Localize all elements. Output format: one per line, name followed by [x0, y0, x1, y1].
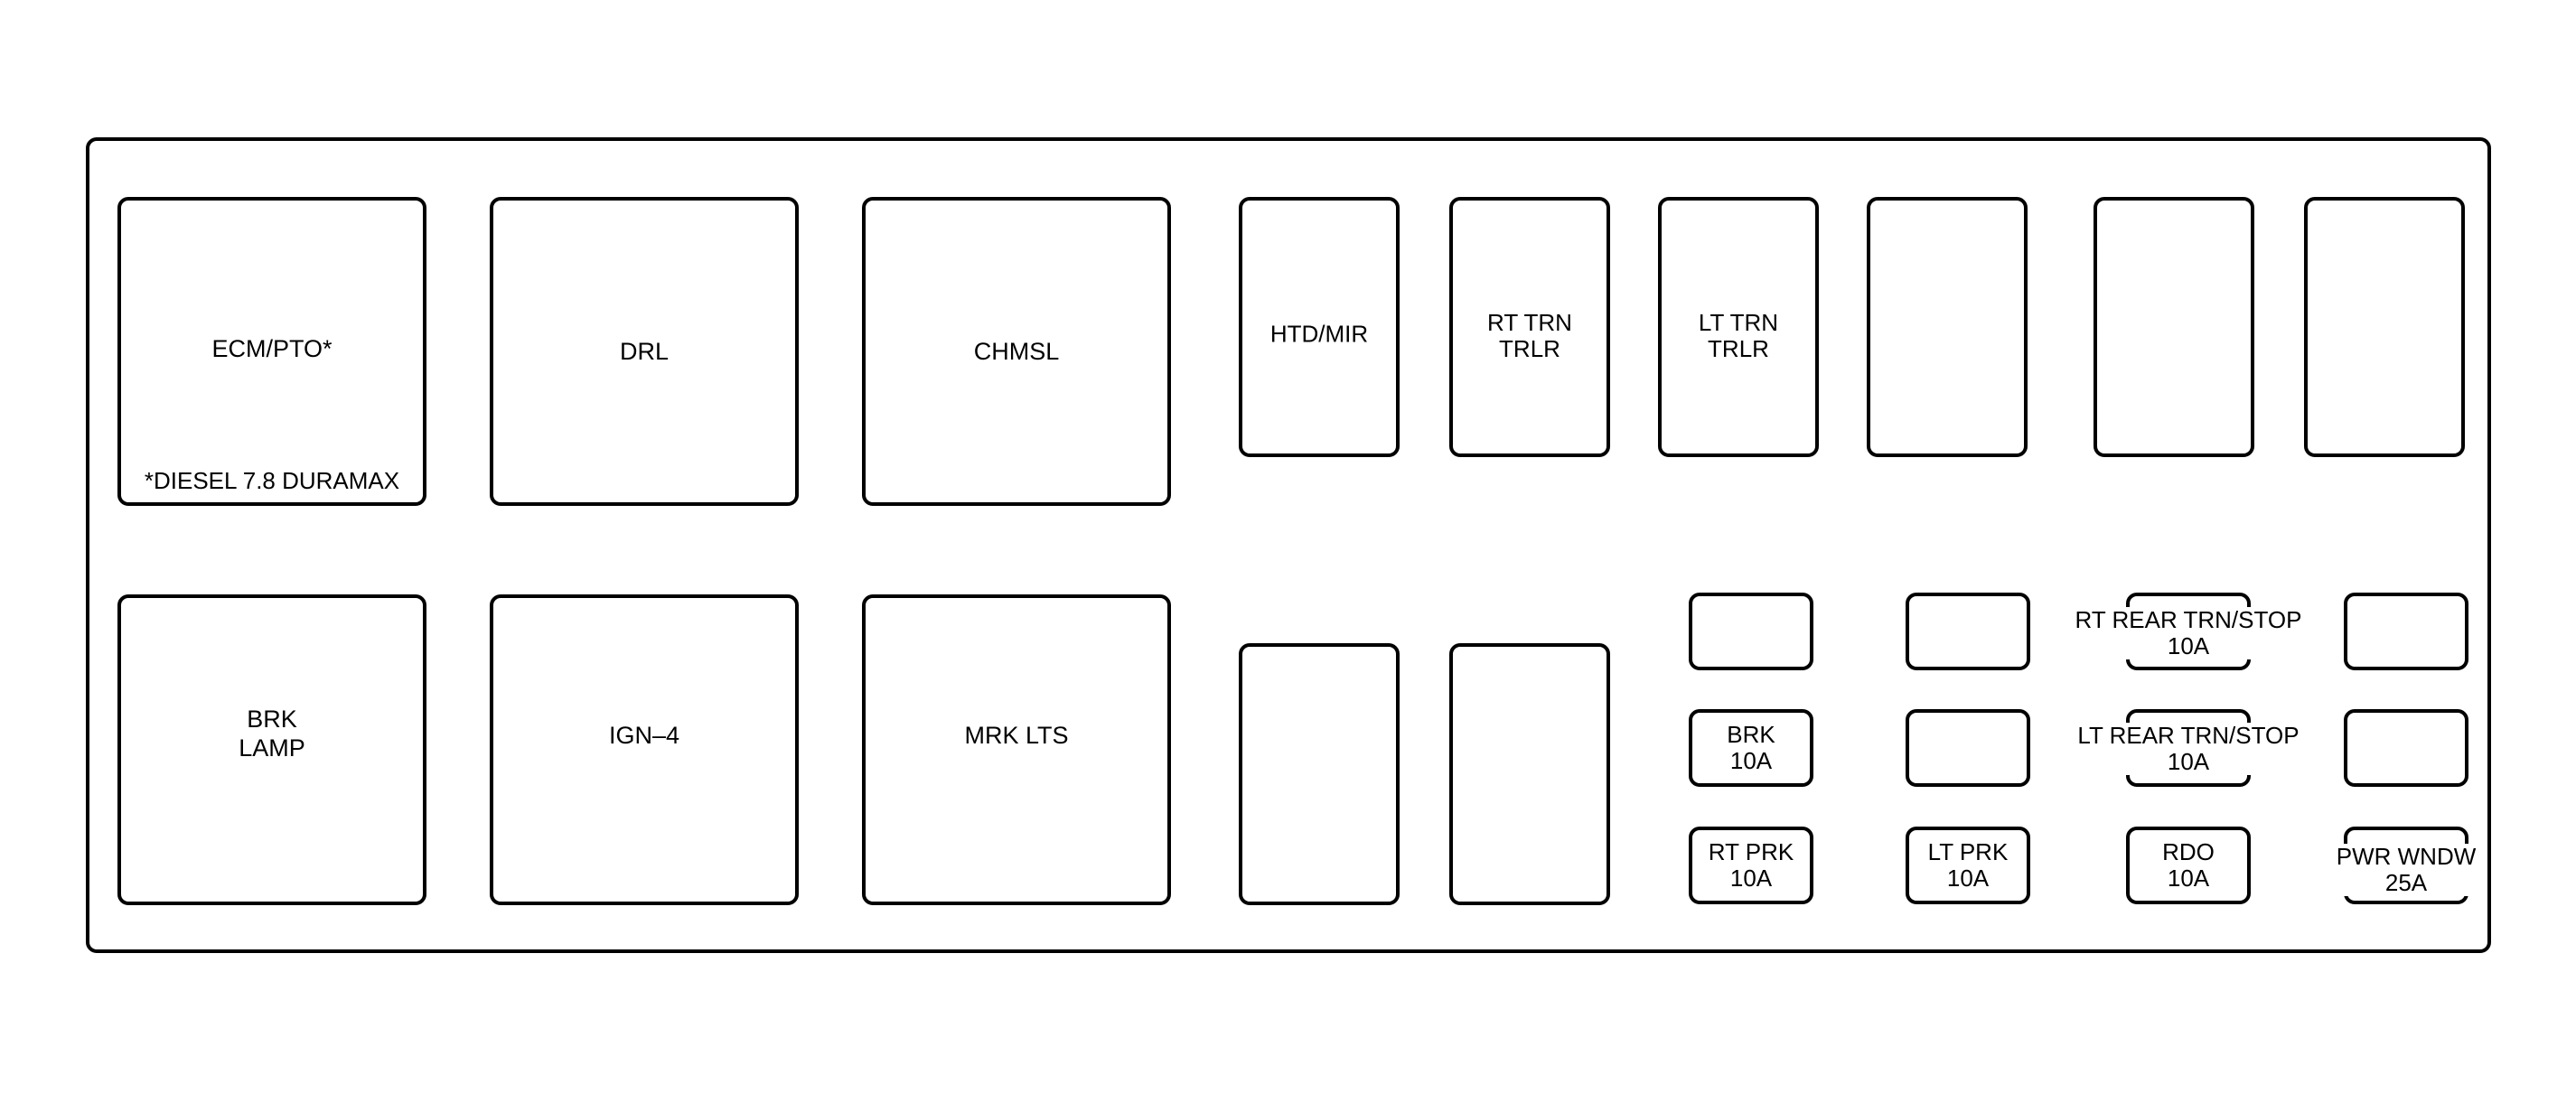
fuse-slot-empty-4 [2344, 593, 2468, 670]
relay-ecm-pto-note: *DIESEL 7.8 DURAMAX [144, 467, 400, 494]
fuse-lt-rear-trn-stop-label: LT REAR TRN/STOP 10A [2074, 723, 2303, 775]
fuse-rdo: RDO 10A [2126, 827, 2251, 904]
relay-brk-lamp: BRK LAMP [117, 594, 426, 905]
fuse-slot-empty-5 [2344, 709, 2468, 787]
fuse-lt-prk-label: LT PRK 10A [1927, 838, 2009, 892]
relay-mrk-lts: MRK LTS [862, 594, 1171, 905]
relay-ign-4-label: IGN–4 [608, 722, 680, 749]
relay-slot-empty-3 [2304, 197, 2465, 457]
relay-ecm-pto: ECM/PTO* *DIESEL 7.8 DURAMAX [117, 197, 426, 506]
relay-rt-trn-trlr-label: RT TRN TRLR [1487, 309, 1572, 362]
relay-chmsl-label: CHMSL [973, 338, 1060, 365]
relay-slot-empty-4 [1239, 643, 1400, 905]
fuse-lt-prk: LT PRK 10A [1906, 827, 2030, 904]
fuse-rdo-label: RDO 10A [2162, 838, 2215, 892]
relay-slot-empty-5 [1449, 643, 1610, 905]
relay-ecm-pto-label: ECM/PTO* [211, 335, 333, 362]
relay-mrk-lts-label: MRK LTS [964, 722, 1069, 749]
relay-slot-empty-1 [1867, 197, 2028, 457]
relay-rt-trn-trlr: RT TRN TRLR [1449, 197, 1610, 457]
relay-htd-mir: HTD/MIR [1239, 197, 1400, 457]
relay-brk-lamp-label: BRK LAMP [239, 706, 305, 762]
fuse-slot-empty-3 [1906, 709, 2030, 787]
relay-ign-4: IGN–4 [490, 594, 799, 905]
relay-drl-label: DRL [619, 338, 669, 365]
fuse-pwr-wndw-label: PWR WNDW 25A [2332, 844, 2480, 896]
fuse-block-outline [86, 137, 2491, 953]
relay-drl: DRL [490, 197, 799, 506]
fuse-slot-empty-2 [1906, 593, 2030, 670]
fuse-rt-prk: RT PRK 10A [1689, 827, 1813, 904]
relay-lt-trn-trlr: LT TRN TRLR [1658, 197, 1819, 457]
relay-lt-trn-trlr-label: LT TRN TRLR [1698, 309, 1779, 362]
relay-slot-empty-2 [2094, 197, 2254, 457]
fuse-brk-label: BRK 10A [1727, 721, 1775, 774]
fuse-slot-empty-1 [1689, 593, 1813, 670]
fuse-brk: BRK 10A [1689, 709, 1813, 787]
relay-htd-mir-label: HTD/MIR [1269, 320, 1369, 348]
fuse-rt-prk-label: RT PRK 10A [1708, 838, 1794, 892]
relay-chmsl: CHMSL [862, 197, 1171, 506]
fuse-rt-rear-trn-stop-label: RT REAR TRN/STOP 10A [2071, 607, 2306, 659]
